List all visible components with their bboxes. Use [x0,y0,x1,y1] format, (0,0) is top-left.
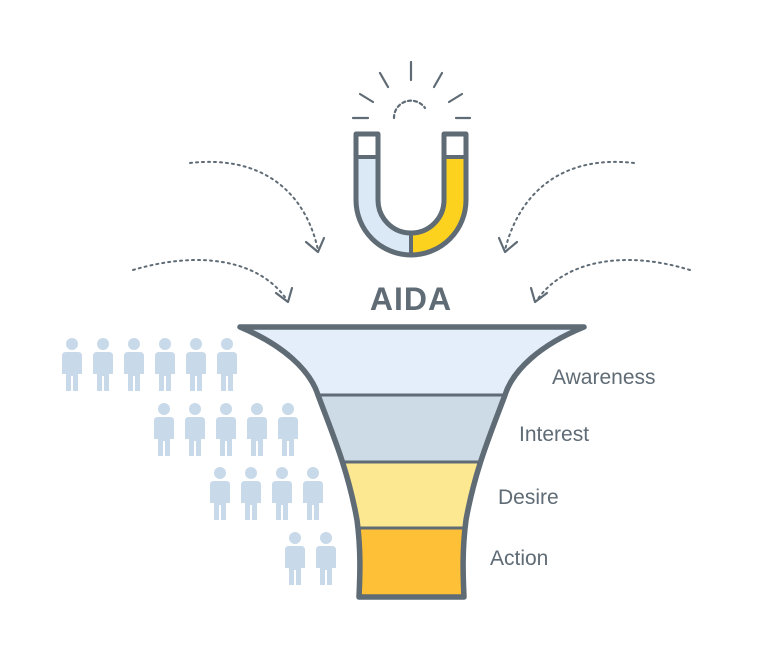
person-icon [278,403,298,456]
person-icon [186,338,206,391]
funnel-stage-interest [318,395,505,462]
funnel-stage-action [359,528,464,597]
person-icon [93,338,113,391]
people-row-action [285,532,336,585]
person-icon [155,338,175,391]
person-icon [154,403,174,456]
person-icon [272,467,292,520]
person-icon [216,403,236,456]
stage-label-action: Action [490,547,548,570]
person-icon [217,338,237,391]
diagram-title: AIDA [370,281,452,317]
person-icon [247,403,267,456]
people-row-awareness [62,338,237,391]
dotted-arrow-icon [189,160,319,251]
person-icon [316,532,336,585]
funnel [237,324,587,600]
dotted-arrows [132,160,691,301]
person-icon [241,467,261,520]
sparkle-icon [351,60,472,120]
person-icon [62,338,82,391]
arrow-heads [274,236,549,304]
person-icon [124,338,144,391]
dotted-arrow-icon [132,259,288,301]
person-icon [210,467,230,520]
dotted-arrow-icon [536,259,691,301]
stage-label-interest: Interest [519,423,589,446]
person-icon [285,532,305,585]
people-row-interest [154,403,298,456]
funnel-stage-desire [344,462,479,528]
stage-label-desire: Desire [498,486,559,509]
person-icon [185,403,205,456]
person-icon [303,467,323,520]
stage-label-awareness: Awareness [552,366,656,389]
people-row-desire [210,467,323,520]
magnet-icon [353,131,469,258]
dotted-arrow-icon [504,160,635,251]
funnel-stage-awareness [246,328,580,395]
people-groups [62,338,336,585]
